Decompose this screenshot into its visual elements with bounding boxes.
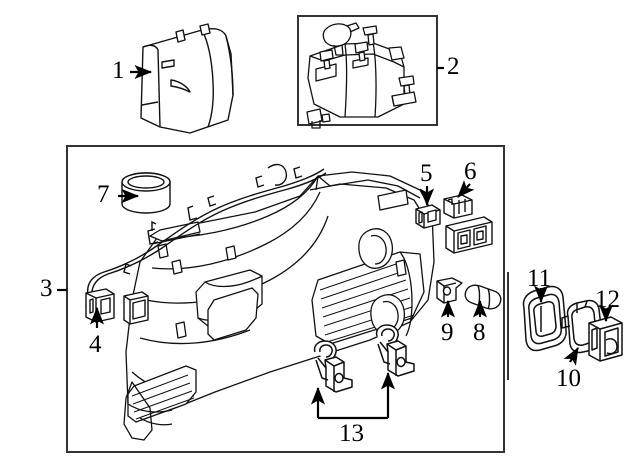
main-panel-frame bbox=[66, 145, 505, 453]
part-cup-holder bbox=[121, 172, 171, 214]
part-quarter-trim-panel-left bbox=[140, 23, 234, 134]
callout-leaders bbox=[57, 64, 614, 420]
callout-13[interactable]: 13 bbox=[339, 420, 364, 447]
part-connector-switch bbox=[85, 288, 115, 323]
part-bracket-clip bbox=[436, 277, 463, 304]
callout-2[interactable]: 2 bbox=[447, 53, 460, 80]
part-quarter-trim-panel-assembly bbox=[306, 22, 417, 129]
part-switch-plate bbox=[123, 291, 149, 325]
callout-11[interactable]: 11 bbox=[527, 265, 552, 292]
part-retainer-clip-small bbox=[415, 204, 441, 229]
leader-6 bbox=[457, 180, 475, 198]
part-switch-bezel-double bbox=[445, 216, 493, 254]
part-dowel-pin bbox=[464, 284, 502, 310]
part-cargo-tie-down-hook-right bbox=[375, 324, 415, 377]
part-retainer-cap bbox=[443, 194, 473, 219]
part-cargo-tie-down-hook-left bbox=[313, 340, 353, 393]
part-trim-clip-u bbox=[588, 316, 623, 362]
part-seat-belt-bezel bbox=[522, 285, 567, 352]
part-quarter-trim-panel-main bbox=[123, 171, 435, 441]
callout-5[interactable]: 5 bbox=[420, 160, 433, 187]
callout-12[interactable]: 12 bbox=[595, 286, 620, 313]
callout-10[interactable]: 10 bbox=[556, 365, 581, 392]
callout-4[interactable]: 4 bbox=[89, 331, 102, 358]
callout-3[interactable]: 3 bbox=[40, 275, 53, 302]
callout-6[interactable]: 6 bbox=[464, 158, 477, 185]
leader-10 bbox=[563, 347, 579, 366]
callout-9[interactable]: 9 bbox=[441, 319, 454, 346]
callout-1[interactable]: 1 bbox=[112, 57, 125, 84]
callout-8[interactable]: 8 bbox=[473, 319, 486, 346]
upper-left-part-frame bbox=[297, 15, 438, 126]
callout-7[interactable]: 7 bbox=[97, 181, 110, 208]
